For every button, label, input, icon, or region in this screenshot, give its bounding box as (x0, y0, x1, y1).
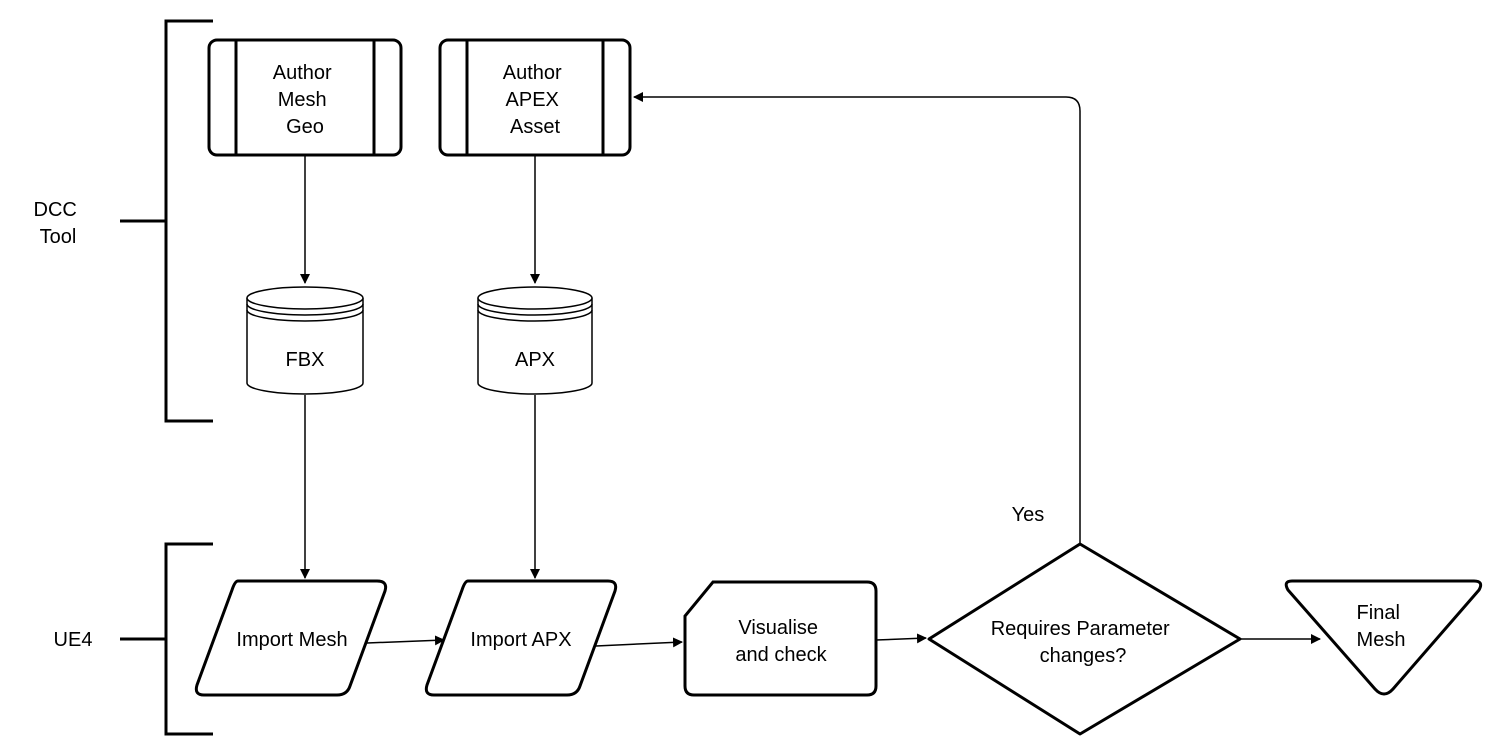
requires-parameter-changes-decision[interactable]: Requires Parameter changes? (927, 542, 1242, 736)
dcc-tool-bracket (120, 19, 213, 423)
fbx-label: FBX (286, 349, 325, 371)
connectors (300, 92, 1321, 648)
arrow-import-apx-to-visualise (595, 637, 683, 648)
author-mesh-geo-node[interactable]: Author Mesh Geo (207, 38, 403, 157)
apx-database-node[interactable]: APX (477, 286, 593, 395)
import-mesh-node[interactable]: Import Mesh (194, 579, 388, 697)
author-mesh-geo-label: Author Mesh Geo (273, 62, 338, 138)
final-mesh-label: Final Mesh (1357, 602, 1406, 651)
dcc-tool-label: DCC Tool (34, 199, 83, 248)
arrow-yes-loop-back (633, 92, 1081, 544)
import-apx-label: Import APX (470, 629, 571, 651)
requires-parameter-changes-label: Requires Parameter changes? (991, 618, 1176, 667)
visualise-check-label: Visualise and check (735, 617, 827, 666)
final-mesh-node[interactable]: Final Mesh (1284, 579, 1483, 696)
arrow-import-mesh-to-import-apx (366, 635, 445, 646)
author-apex-asset-node[interactable]: Author APEX Asset (438, 38, 632, 157)
ue4-bracket (120, 542, 213, 736)
arrow-visualise-to-decision (875, 633, 927, 644)
author-apex-asset-label: Author APEX Asset (503, 62, 568, 138)
apx-label: APX (515, 349, 555, 371)
import-mesh-label: Import Mesh (236, 629, 347, 651)
fbx-database-node[interactable]: FBX (246, 286, 364, 395)
ue4-label: UE4 (54, 629, 93, 651)
visualise-check-node[interactable]: Visualise and check (683, 580, 878, 697)
yes-edge-label: Yes (1012, 504, 1045, 526)
import-apx-node[interactable]: Import APX (424, 579, 618, 697)
